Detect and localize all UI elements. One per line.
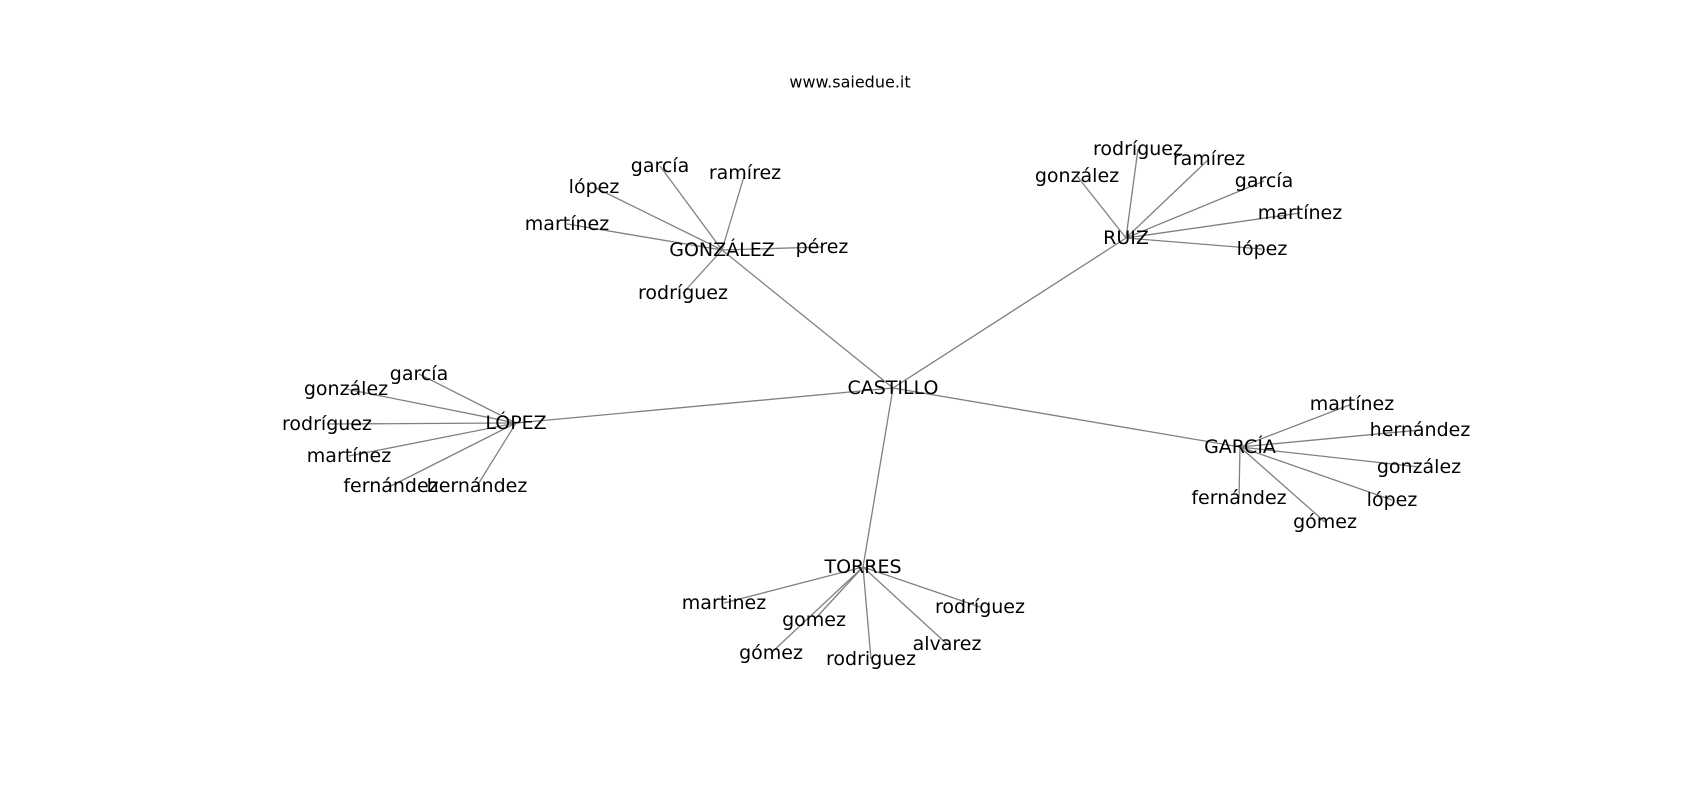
edge-group-to-leaf	[770, 566, 864, 654]
leaf-node-label: rodriguez	[826, 648, 916, 670]
edge-group-to-leaf	[1125, 158, 1210, 239]
group-node-label: RUIZ	[1103, 227, 1149, 249]
leaf-node-label: rodríguez	[638, 282, 728, 304]
edge-group-to-leaf	[862, 566, 981, 608]
leaf-node-label: lópez	[1367, 489, 1418, 511]
leaf-node-label: martínez	[525, 213, 609, 235]
group-node-label: GARCÍA	[1204, 435, 1276, 458]
edge-group-to-leaf	[566, 223, 723, 251]
leaf-node-label: lópez	[1237, 238, 1288, 260]
edge-group-to-leaf	[476, 422, 517, 487]
labels-layer: CASTILLOGONZÁLEZrodríguezmartínezlópezga…	[282, 138, 1470, 670]
leaf-node-label: fernández	[343, 475, 438, 497]
leaf-node-label: hernández	[427, 475, 528, 497]
edge-group-to-leaf	[1238, 446, 1241, 499]
edge-group-to-leaf	[1125, 148, 1139, 239]
edge-group-to-leaf	[418, 373, 517, 424]
leaf-node-label: rodríguez	[282, 413, 372, 435]
edge-group-to-leaf	[1239, 403, 1353, 448]
leaf-node-label: ramírez	[709, 162, 781, 184]
edge-group-to-leaf	[721, 246, 823, 251]
edge-group-to-leaf	[1239, 429, 1421, 448]
edge-group-to-leaf	[1125, 212, 1301, 239]
edge-root-to-group	[862, 387, 894, 568]
leaf-node-label: gomez	[782, 609, 846, 631]
edge-group-to-leaf	[593, 186, 723, 251]
edge-root-to-group	[892, 387, 1241, 448]
edge-group-to-leaf	[1125, 237, 1263, 250]
edge-root-to-group	[892, 237, 1127, 389]
edge-group-to-leaf	[862, 566, 948, 645]
edge-group-to-leaf	[659, 165, 723, 251]
group-node-label: GONZÁLEZ	[669, 238, 775, 261]
edge-group-to-leaf	[345, 388, 517, 424]
group-node-label: LÓPEZ	[485, 410, 546, 434]
leaf-node-label: garcía	[1235, 170, 1293, 192]
leaf-node-label: garcía	[631, 155, 689, 177]
leaf-node-label: gómez	[1293, 511, 1357, 533]
leaf-node-label: martínez	[1310, 393, 1394, 415]
leaf-node-label: ramírez	[1173, 148, 1245, 170]
group-node-label: TORRES	[823, 556, 901, 578]
edge-group-to-leaf	[390, 422, 517, 487]
leaf-node-label: lópez	[569, 176, 620, 198]
leaf-node-label: martínez	[307, 445, 391, 467]
leaf-node-label: alvarez	[913, 633, 982, 655]
edge-group-to-leaf	[813, 566, 864, 621]
leaf-node-label: martinez	[682, 592, 766, 614]
edge-group-to-leaf	[721, 172, 746, 251]
edge-group-to-leaf	[1239, 446, 1326, 523]
edge-group-to-leaf	[348, 422, 517, 457]
leaf-node-label: garcía	[390, 363, 448, 385]
edge-root-to-group	[515, 387, 894, 424]
edge-group-to-leaf	[1076, 175, 1127, 239]
watermark-text: www.saiedue.it	[789, 73, 910, 92]
leaf-node-label: hernández	[1370, 419, 1471, 441]
edges-layer	[326, 148, 1421, 660]
root-node-label: CASTILLO	[848, 377, 939, 399]
leaf-node-label: gómez	[739, 642, 803, 664]
leaf-node-label: gonzález	[1377, 456, 1461, 478]
edge-group-to-leaf	[1239, 446, 1420, 468]
leaf-node-label: fernández	[1191, 487, 1286, 509]
leaf-node-label: gonzález	[304, 378, 388, 400]
leaf-node-label: rodríguez	[935, 596, 1025, 618]
leaf-node-label: martínez	[1258, 202, 1342, 224]
edge-group-to-leaf	[723, 566, 864, 604]
leaf-node-label: gonzález	[1035, 165, 1119, 187]
edge-root-to-group	[721, 249, 894, 389]
edge-group-to-leaf	[682, 249, 723, 294]
edge-group-to-leaf	[326, 422, 517, 425]
leaf-node-label: pérez	[796, 236, 849, 258]
edge-group-to-leaf	[862, 566, 872, 660]
edge-group-to-leaf	[1239, 446, 1393, 501]
leaf-node-label: rodríguez	[1093, 138, 1183, 160]
edge-group-to-leaf	[1125, 180, 1265, 239]
